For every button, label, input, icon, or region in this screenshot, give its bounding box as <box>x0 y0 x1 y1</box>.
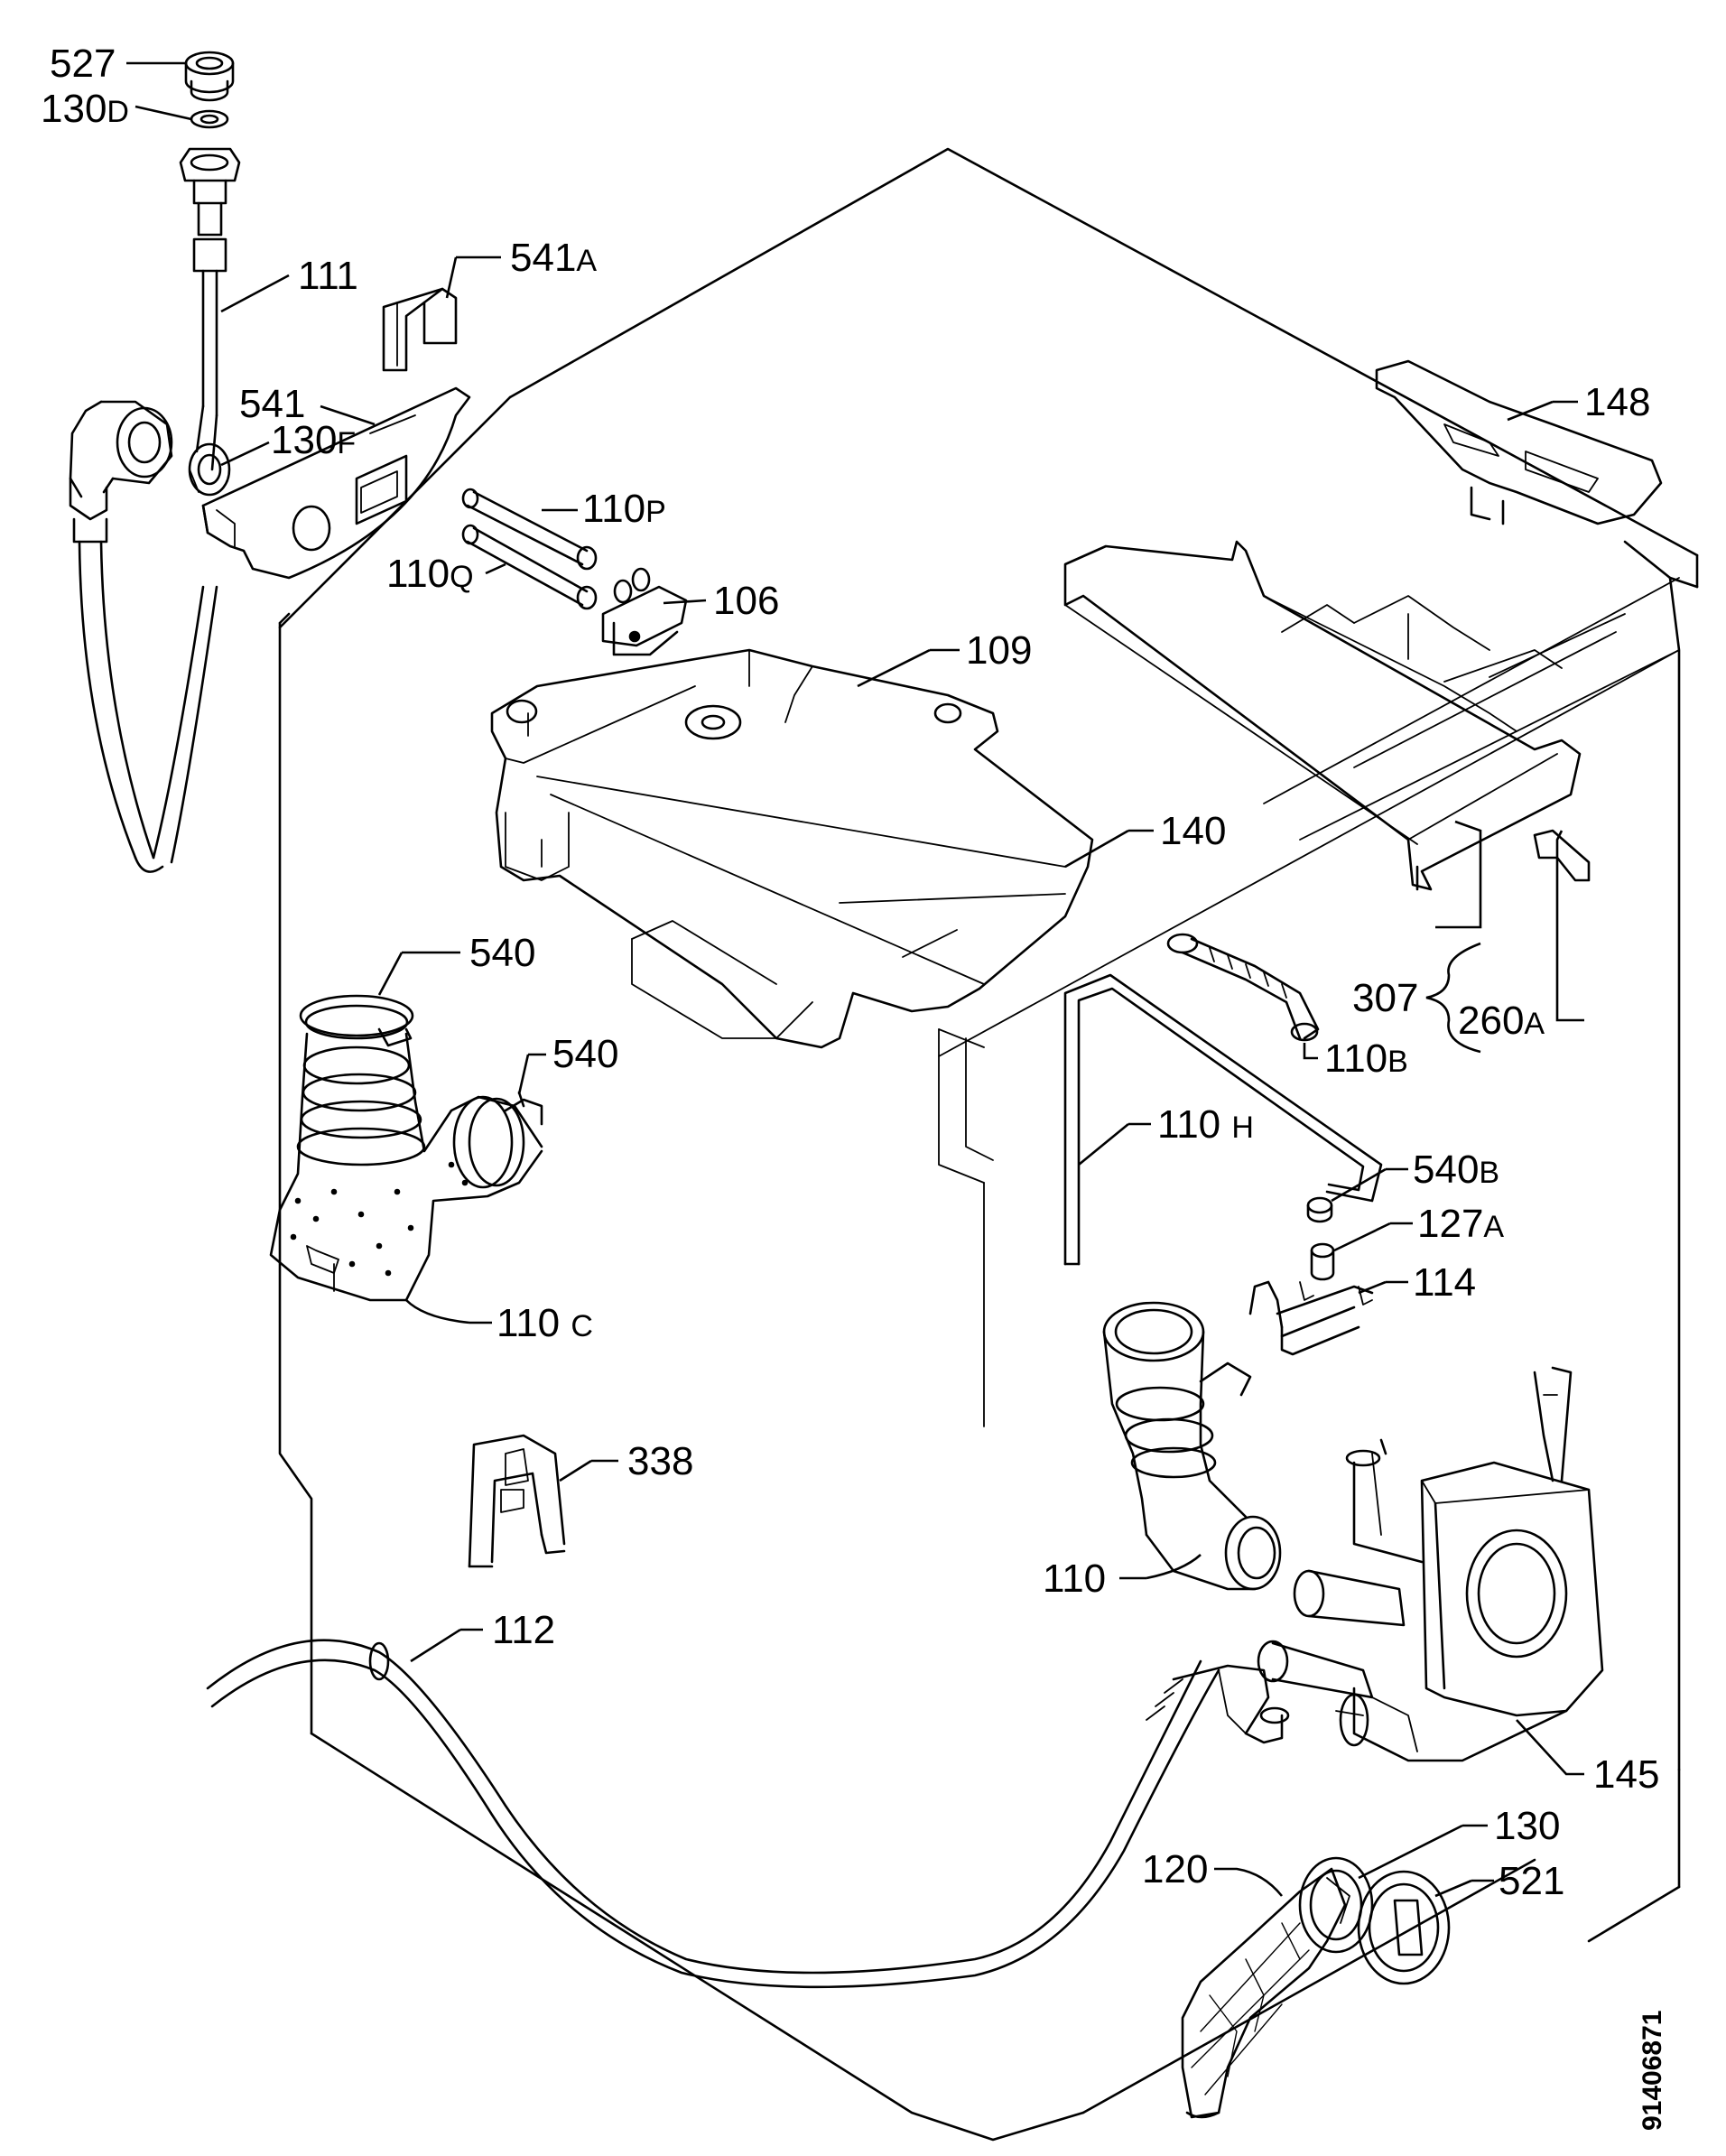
label-110c: 110 C <box>496 1301 593 1345</box>
label-307: 307 <box>1352 976 1418 1020</box>
label-111: 111 <box>298 254 358 298</box>
label-106: 106 <box>713 579 779 623</box>
label-110h: 110 H <box>1157 1102 1254 1147</box>
label-145: 145 <box>1593 1752 1659 1797</box>
pump-145-icon <box>1257 1366 1604 1762</box>
label-338: 338 <box>627 1439 693 1483</box>
cap-521-icon <box>1357 1870 1451 1985</box>
washer-130d-icon <box>190 109 229 129</box>
label-521: 521 <box>1499 1859 1564 1903</box>
label-540b: 540B <box>1413 1148 1499 1192</box>
filter-cage-120-icon <box>1181 1867 1347 2119</box>
cap-527-icon <box>184 51 235 102</box>
cabinet-outline <box>278 147 1699 2142</box>
label-110q: 110Q <box>386 552 474 596</box>
clamp-540b-icon <box>1306 1196 1333 1223</box>
connector-127a-icon <box>1310 1242 1335 1281</box>
drain-hose-112-icon <box>206 1639 1290 1989</box>
label-127a: 127A <box>1417 1202 1504 1246</box>
clip-260a-icon <box>1533 829 1591 882</box>
clamp-540-icon <box>299 994 414 1047</box>
label-110b: 110B <box>1324 1036 1408 1081</box>
clamp-540-small-icon <box>504 1091 543 1126</box>
label-541a: 541A <box>510 236 597 280</box>
dispenser-housing-109-icon <box>490 648 1094 1049</box>
elbow-hose-icon <box>69 400 218 873</box>
label-140: 140 <box>1160 809 1226 853</box>
bracket-541-icon <box>201 386 471 580</box>
label-148: 148 <box>1584 380 1650 424</box>
part-labels: 527 130D 111 541A 541 130F 110P 110Q 106… <box>41 42 1667 2131</box>
label-527: 527 <box>50 42 116 86</box>
label-130: 130 <box>1494 1804 1560 1848</box>
inlet-hose-111-icon <box>179 147 241 471</box>
label-110p: 110P <box>582 487 666 531</box>
document-number: 91406871 <box>1638 2011 1667 2131</box>
label-540-top: 540 <box>469 931 535 975</box>
clip-338-icon <box>468 1434 566 1568</box>
clip-541a-icon <box>382 287 458 372</box>
valve-106-icon <box>601 567 688 656</box>
label-541: 541 <box>239 382 305 426</box>
elbow-110b-icon <box>1166 933 1320 1042</box>
label-260a: 260A <box>1458 999 1545 1043</box>
label-130d: 130D <box>41 87 129 131</box>
nut-130f-icon <box>188 442 231 497</box>
label-112: 112 <box>492 1608 555 1652</box>
bracket-114-icon <box>1248 1280 1374 1356</box>
dispenser-drawer-icon <box>1063 540 1582 891</box>
bellows-110c-icon <box>269 1032 543 1302</box>
label-540-side: 540 <box>552 1032 618 1076</box>
handle-148-icon <box>1375 359 1663 525</box>
label-110: 110 <box>1043 1557 1106 1601</box>
label-130f: 130F <box>271 418 356 462</box>
leader-lines <box>126 61 1584 1898</box>
label-109: 109 <box>966 628 1032 673</box>
tubes-110p-110q-icon <box>461 488 598 610</box>
label-114: 114 <box>1413 1260 1476 1305</box>
label-120: 120 <box>1142 1847 1208 1891</box>
sump-hose-110-icon <box>1102 1301 1282 1591</box>
